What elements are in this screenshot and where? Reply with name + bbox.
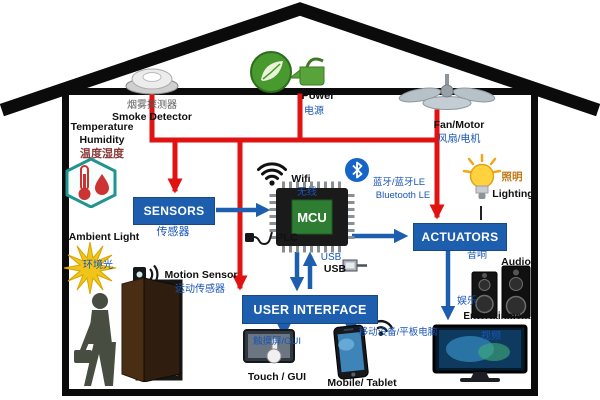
plc-label: PLC (276, 232, 298, 244)
door-icon (121, 277, 183, 382)
power-label-en: Power (301, 90, 335, 102)
lighting-label-en: Lighting (492, 188, 534, 200)
wifi-label-en: Wifi (291, 173, 311, 185)
usb-label-zh: USB (320, 252, 342, 263)
motion-sensor-label-zh: 运动传感器 (175, 284, 225, 295)
audio-label-zh: 音响 (467, 250, 487, 261)
smartphone-icon (333, 324, 369, 380)
ambient-light-label-zh: 环境光 (83, 260, 113, 271)
temperature-label-en1: Temperature (70, 121, 134, 133)
starburst-icon (63, 242, 117, 294)
smoke-detector-icon (125, 68, 179, 95)
usb-connector-icon (342, 259, 367, 272)
motion-sensor-label-en: Motion Sensor (164, 269, 238, 281)
person-icon (74, 293, 116, 386)
lightbulb-icon (462, 154, 502, 199)
fan-label-zh: 风扇/电机 (437, 134, 481, 145)
bluetooth-label-zh: 蓝牙/蓝牙LE (372, 177, 426, 188)
mobile-label-en: Mobile/ Tablet (327, 377, 397, 389)
mobile-label-zh: 移动设备/平板电脑 (358, 327, 438, 338)
user-interface-box: USER INTERFACE (242, 295, 378, 324)
usb-label-en: USB (323, 263, 347, 275)
speakers-icon (471, 265, 531, 319)
ambient-light-label-en: Ambient Light (68, 231, 140, 243)
bluetooth-label-en: Bluetooth LE (375, 190, 431, 201)
thermometer-icon (65, 158, 117, 208)
plc-cable-icon (245, 231, 273, 246)
video-label-zh: 视频 (481, 331, 501, 342)
touch-label-zh: 触摸屏/GUI (252, 336, 302, 347)
lighting-label-zh: 照明 (501, 171, 523, 183)
wifi-icon (257, 162, 287, 186)
entertainment-label-en: Entertainment (463, 311, 531, 322)
tv-icon (432, 324, 528, 382)
sensors-label-zh: 传感器 (156, 226, 190, 238)
temperature-label-zh: 温度湿度 (80, 148, 124, 160)
power-label-zh: 电源 (304, 106, 324, 117)
bluetooth-icon (345, 158, 369, 182)
wifi-label-zh: 无线 (297, 187, 317, 198)
temperature-label-en2: Humidity (79, 134, 125, 146)
actuators-box: ACTUATORS (413, 223, 507, 251)
mcu-label: MCU (297, 210, 327, 225)
fan-label-en: Fan/Motor (433, 119, 485, 131)
touch-label-en: Touch / GUI (247, 371, 307, 383)
audio-label-en: Audio (501, 256, 531, 268)
sensors-box: SENSORS (133, 197, 215, 225)
entertainment-label-zh: 娱乐 (457, 296, 477, 307)
power-icon (250, 51, 325, 93)
touch-screen-icon (243, 329, 295, 364)
mcu-chip-icon: MCU (269, 181, 355, 253)
house-walls (62, 88, 538, 396)
smoke-detector-label-zh: 烟雾探测器 (127, 100, 177, 111)
ceiling-fan-icon (398, 74, 496, 110)
